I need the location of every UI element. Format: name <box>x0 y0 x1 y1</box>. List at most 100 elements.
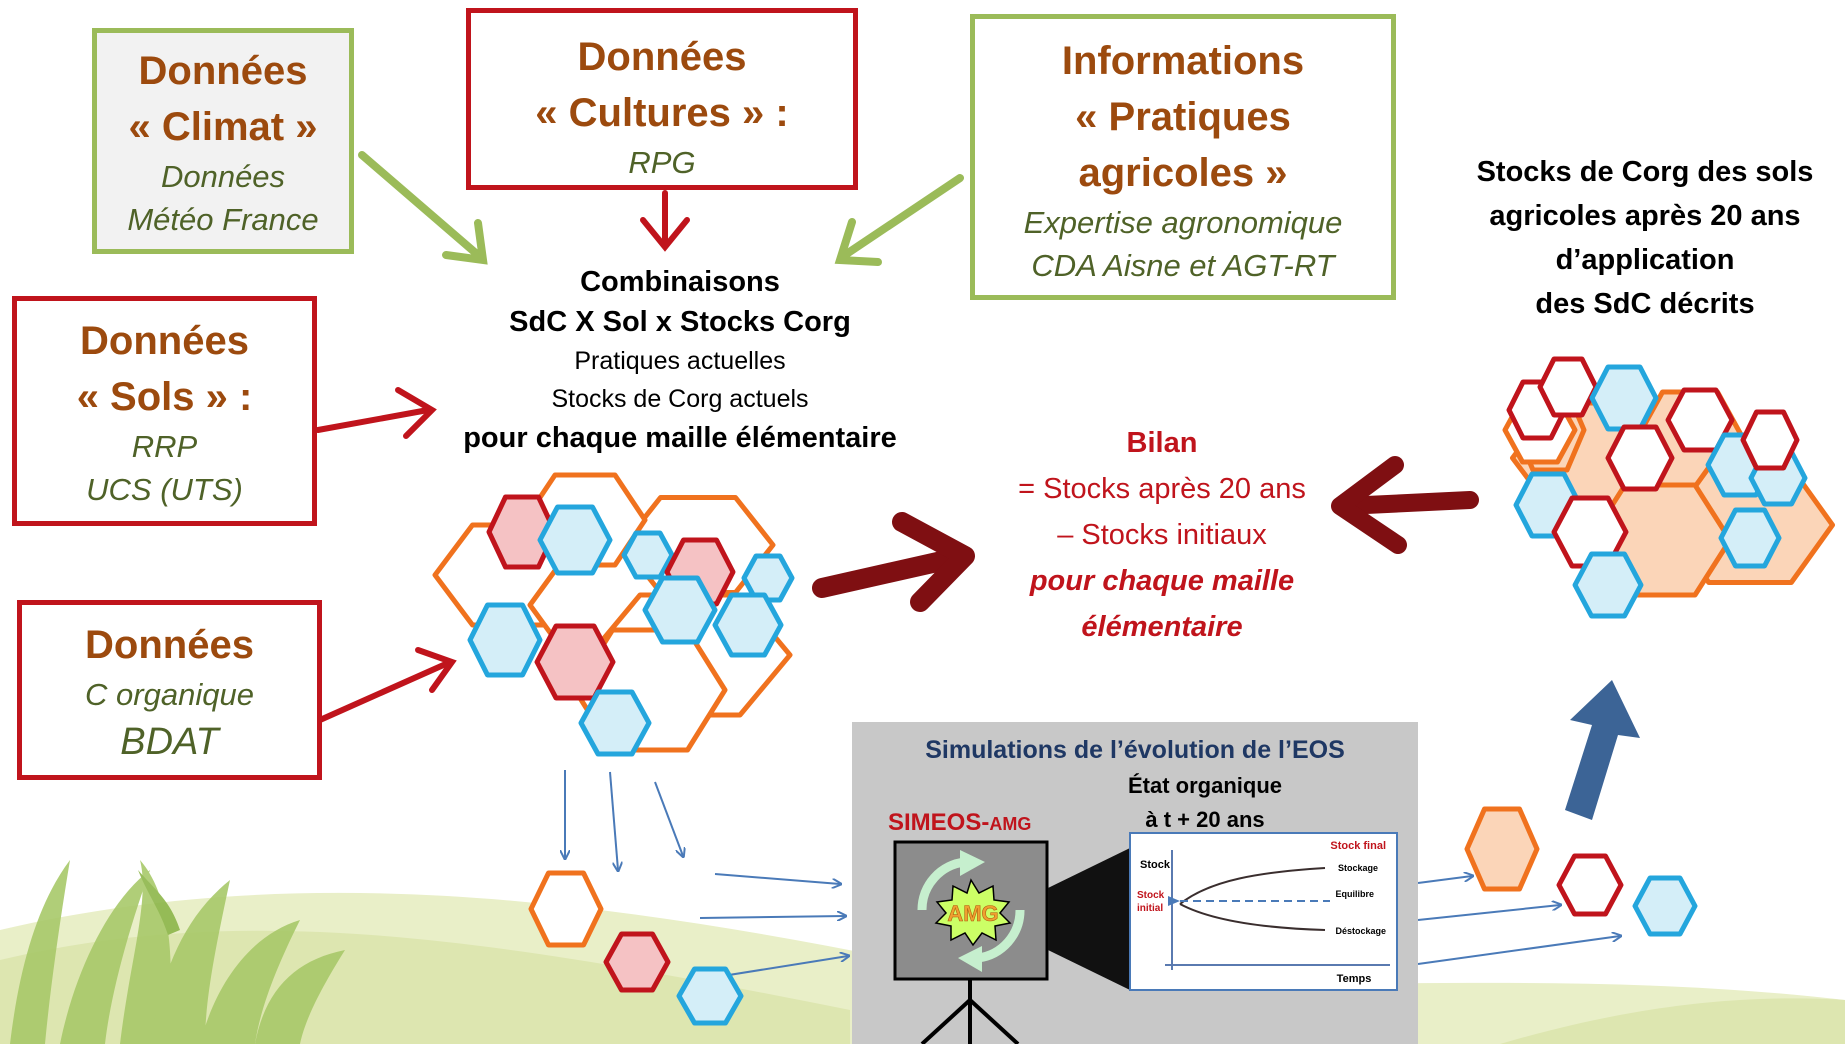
graph-temps-label: Temps <box>1337 973 1372 985</box>
final-orange-hex <box>1464 806 1540 892</box>
left-mosaic-hex <box>712 592 784 658</box>
corg-sub-1: C organique <box>85 677 254 712</box>
graph-stock-final-label: Stock final <box>1330 840 1386 852</box>
stock-initial-marker <box>1168 896 1180 906</box>
pratiques-title-3: agricoles » <box>1078 151 1288 195</box>
curve-stockage <box>1179 867 1326 905</box>
etat-organique-line1: État organique <box>1128 773 1282 798</box>
cycle-arrow-right <box>977 909 1025 963</box>
combinaisons-line1: Combinaisons <box>580 266 780 298</box>
box-pratiques: Informations « Pratiques agricoles » Exp… <box>970 14 1396 300</box>
box-climat: Données « Climat » Données Météo France <box>92 28 354 254</box>
left-mosaic-hex <box>621 530 675 580</box>
single-orange-hex <box>528 870 604 948</box>
climat-title-2: « Climat » <box>128 105 318 149</box>
cycle-arrowhead-bottom <box>958 946 982 972</box>
cycle-arrow-left <box>917 857 966 911</box>
corg-sub-big: BDAT <box>120 721 219 763</box>
corg-title-1: Données <box>85 623 254 667</box>
bilan-text: Bilan = Stocks après 20 ans – Stocks ini… <box>982 420 1342 650</box>
right-mosaic-hex <box>1537 356 1599 418</box>
green-arrow-pratiques <box>834 174 964 266</box>
bilan-title: Bilan <box>1126 427 1198 459</box>
combinaisons-line2: SdC X Sol x Stocks Corg <box>509 306 851 338</box>
bilan-line3: pour chaque maille <box>1029 565 1295 597</box>
box-corg: Données C organique BDAT <box>17 600 322 780</box>
arrow-to-bilan <box>812 512 975 612</box>
sols-title-1: Données <box>80 319 249 363</box>
tripod-leg-left <box>920 998 972 1044</box>
arrow-from-final-to-bilan <box>1331 456 1479 554</box>
simeos-label: SIMEOS-AMG <box>888 809 1031 836</box>
right-mosaic-hex <box>1551 495 1629 569</box>
combinaisons-text: Combinaisons SdC X Sol x Stocks Corg Pra… <box>420 262 940 458</box>
hexagon-mosaics <box>432 356 1835 1026</box>
amg-label: AMG <box>947 901 998 926</box>
red-arrow-sols <box>315 387 437 439</box>
cultures-sub-1: RPG <box>628 145 696 180</box>
pratiques-title-2: « Pratiques <box>1075 95 1291 139</box>
climat-sub-1: Données <box>160 159 286 194</box>
graph-stock-initial-line2: initial <box>1137 903 1163 914</box>
green-arrow-climat <box>358 151 488 265</box>
graph-stock-label: Stock <box>1140 859 1171 871</box>
graph-stockage-label: Stockage <box>1338 863 1378 873</box>
left-mosaic-hex <box>467 602 543 678</box>
right-mosaic-hex <box>1665 387 1735 453</box>
right-mosaic-hex <box>1572 551 1644 619</box>
right-mosaic-hex <box>1589 364 1659 432</box>
stocks-final-line2: agricoles après 20 ans <box>1489 200 1801 232</box>
sols-sub-1: RRP <box>131 429 198 464</box>
single-blue-hex <box>676 966 744 1026</box>
simulation-panel: Simulations de l’évolution de l’EOS État… <box>852 722 1418 1044</box>
graph-stock-initial-line1: Stock <box>1137 890 1165 901</box>
sols-sub-2: UCS (UTS) <box>86 472 243 507</box>
single-red-hex <box>603 931 671 993</box>
cycle-arrowhead-top <box>960 850 985 876</box>
bilan-line1: = Stocks après 20 ans <box>1018 473 1306 505</box>
box-cultures: Données « Cultures » : RPG <box>466 8 858 190</box>
left-mosaic-hex <box>578 689 652 757</box>
curve-destockage <box>1179 903 1326 931</box>
blue-up-arrow <box>1565 680 1640 820</box>
climat-title-1: Données <box>138 49 308 93</box>
thin-blue-arrows <box>565 770 1620 983</box>
grass-decoration <box>10 860 345 1044</box>
graph-equilibre-label: Equilibre <box>1335 889 1374 899</box>
projector-lens <box>1048 848 1130 990</box>
graph-screen <box>1129 832 1398 991</box>
stocks-final-line3: d’application <box>1555 244 1735 276</box>
stocks-final-line4: des SdC décrits <box>1535 288 1755 320</box>
pratiques-sub-2: CDA Aisne et AGT-RT <box>1031 248 1335 283</box>
final-red-hex <box>1556 853 1624 917</box>
cultures-title-1: Données <box>577 35 747 79</box>
combinaisons-line3: Pratiques actuelles <box>574 347 786 375</box>
climat-sub-2: Météo France <box>127 202 319 237</box>
red-arrow-corg <box>317 647 457 723</box>
final-blue-hex <box>1632 875 1698 937</box>
tripod-leg-right <box>968 998 1020 1044</box>
red-arrow-cultures <box>640 190 690 252</box>
stocks-final-text: Stocks de Corg des sols agricoles après … <box>1455 150 1835 326</box>
right-mosaic-hex <box>1740 409 1800 471</box>
box-sols: Données « Sols » : RRP UCS (UTS) <box>12 296 317 526</box>
graph-destockage-label: Déstockage <box>1335 926 1386 936</box>
left-mosaic-hex <box>537 504 613 576</box>
combinaisons-line4: Stocks de Corg actuels <box>551 385 809 413</box>
left-mosaic-hex <box>642 575 718 645</box>
cultures-title-2: « Cultures » : <box>535 91 789 135</box>
combinaisons-line5: pour chaque maille élémentaire <box>463 422 897 454</box>
right-mosaic-hex <box>1605 424 1675 492</box>
sols-title-2: « Sols » : <box>76 375 253 419</box>
amg-burst-shape <box>934 878 1012 947</box>
simulation-title: Simulations de l’évolution de l’EOS <box>925 736 1345 764</box>
bilan-line2: – Stocks initiaux <box>1057 519 1267 551</box>
stocks-final-line1: Stocks de Corg des sols <box>1476 156 1814 188</box>
pratiques-sub-1: Expertise agronomique <box>1023 205 1343 240</box>
right-mosaic-hex <box>1718 507 1782 569</box>
etat-organique-line2: à t + 20 ans <box>1145 807 1264 832</box>
left-mosaic-hex <box>534 623 616 701</box>
bilan-line4: élémentaire <box>1081 611 1243 643</box>
pratiques-title-1: Informations <box>1061 39 1305 83</box>
